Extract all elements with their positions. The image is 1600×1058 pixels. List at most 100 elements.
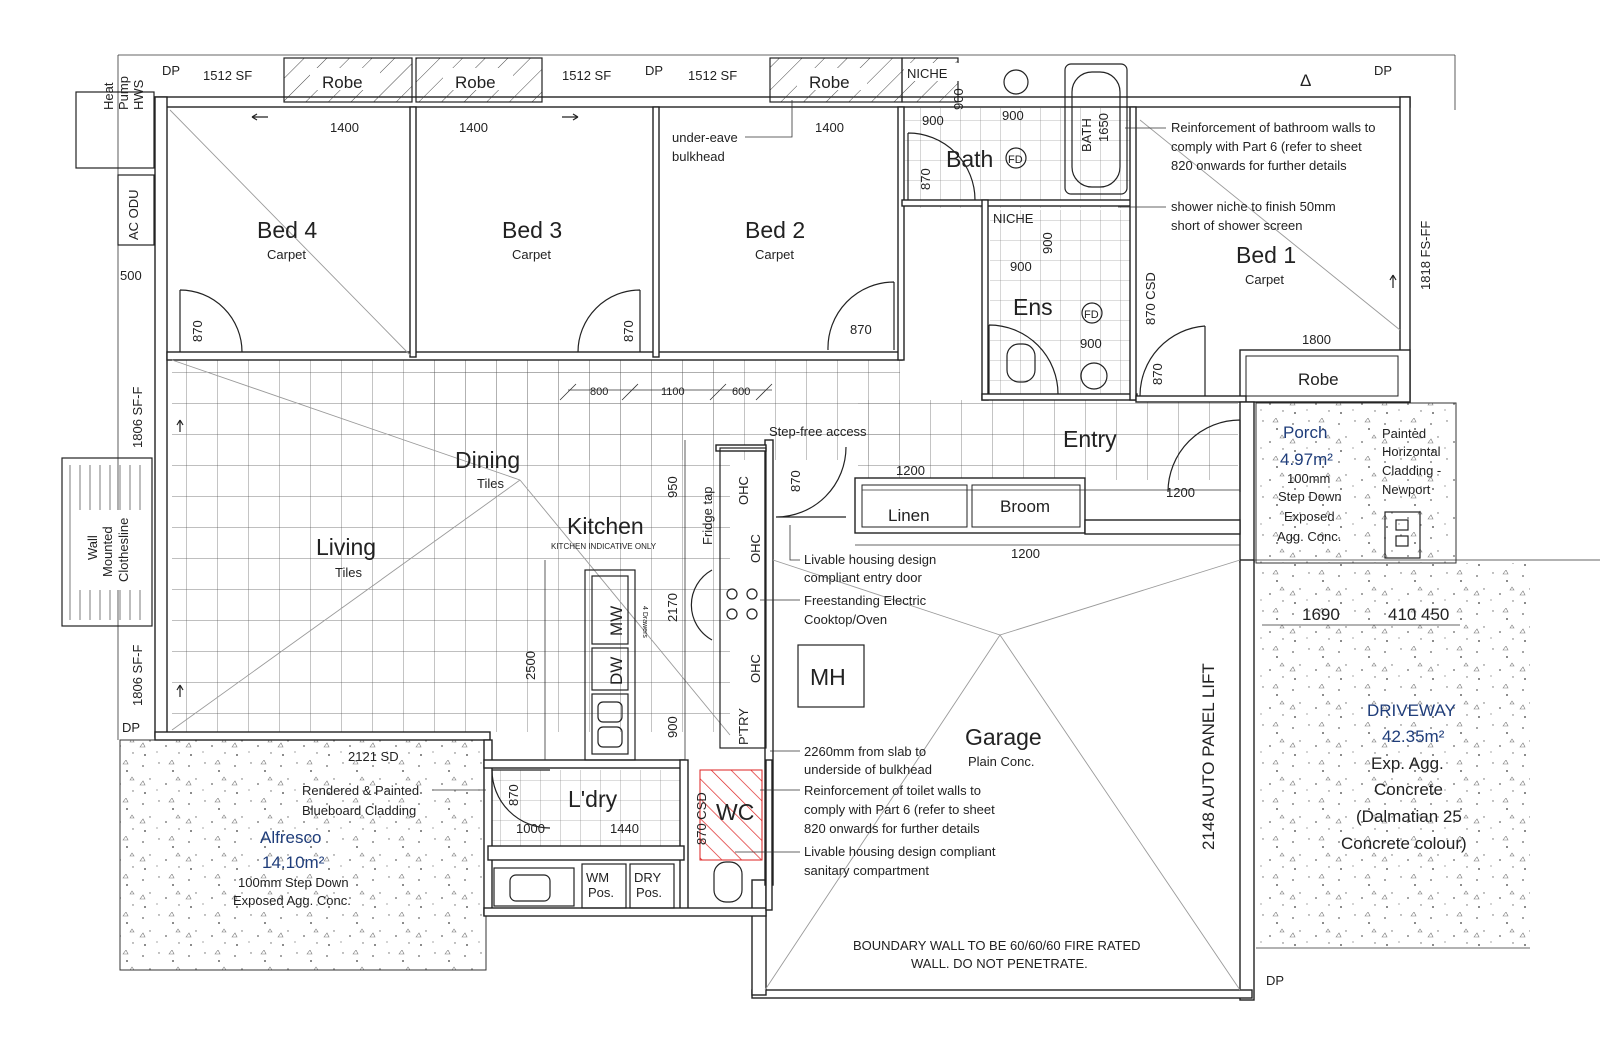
alfresco-sd-label: 2121 SD xyxy=(348,749,399,764)
pantry-label: P'TRY xyxy=(736,708,751,745)
alfresco-slab xyxy=(119,739,487,971)
dim-2170: 2170 xyxy=(665,593,680,622)
note-cooktop-1: Freestanding Electric xyxy=(804,593,927,608)
note-bath-walls-2: comply with Part 6 (refer to sheet xyxy=(1171,139,1362,154)
bath-fixtures xyxy=(61,63,1421,903)
drawers-label: 4 Drawers xyxy=(641,606,648,638)
living-finish: Tiles xyxy=(335,565,362,580)
dim-1512-c: 1512 SF xyxy=(688,68,737,83)
dishwasher-label: DW xyxy=(607,657,626,685)
manhole-label: MH xyxy=(810,664,846,690)
dim-1000: 1000 xyxy=(516,821,545,836)
kitchen-note: KITCHEN INDICATIVE ONLY xyxy=(551,542,657,551)
dining-finish: Tiles xyxy=(477,476,504,491)
dim-870-bed1: 870 xyxy=(1150,363,1165,385)
note-under-eave-1: under-eave xyxy=(672,130,738,145)
dim-1400-c: 1400 xyxy=(815,120,844,135)
ens-name: Ens xyxy=(1013,294,1053,320)
dim-900-b: 900 xyxy=(1002,108,1024,123)
porch-area: 4.97m² xyxy=(1280,450,1333,469)
fridge-tap-label: Fridge tap xyxy=(700,486,715,545)
direction-arrows xyxy=(176,113,1397,697)
robe-label-bed4: Robe xyxy=(322,73,363,92)
wm-label-2: Pos. xyxy=(588,885,614,900)
bath-fd-label: FD xyxy=(1008,154,1023,166)
dp-label-2: DP xyxy=(645,63,663,78)
driveway-desc4: Concrete colour) xyxy=(1341,834,1467,853)
robe-label-bed1: Robe xyxy=(1298,370,1339,389)
alfresco-desc2: Exposed Agg. Conc. xyxy=(233,893,351,908)
dim-800: 800 xyxy=(590,386,608,398)
bath-tub-label-2: 1650 xyxy=(1096,113,1111,142)
alfresco-name: Alfresco xyxy=(260,828,321,847)
robe-label-bed2: Robe xyxy=(809,73,850,92)
heat-pump-label-3: HWS xyxy=(131,79,146,110)
living-name: Living xyxy=(316,534,376,560)
note-bulkhead-1: 2260mm from slab to xyxy=(804,744,926,759)
dim-1200-c: 1200 xyxy=(1011,546,1040,561)
robe-label-bed3: Robe xyxy=(455,73,496,92)
porch-desc3: Exposed xyxy=(1284,509,1335,524)
note-livable-door-2: compliant entry door xyxy=(804,570,922,585)
note-rendered-1: Rendered & Painted xyxy=(302,783,419,798)
clothesline-label-2: Mounted xyxy=(100,526,115,577)
bed2-finish: Carpet xyxy=(755,247,794,262)
alfresco-area: 14.10m² xyxy=(262,853,325,872)
dim-1400-a: 1400 xyxy=(330,120,359,135)
wm-label-1: WM xyxy=(586,870,609,885)
bed3-name: Bed 3 xyxy=(502,217,562,243)
dim-1100: 1100 xyxy=(661,386,685,398)
bath-niche-label: NICHE xyxy=(907,66,948,81)
dimension-lines xyxy=(544,383,1460,760)
driveway-area: 42.35m² xyxy=(1382,727,1445,746)
living-sff-label-1: 1806 SF-F xyxy=(130,387,145,448)
microwave-label: MW xyxy=(607,606,626,636)
dim-1200-a: 1200 xyxy=(896,463,925,478)
dim-1200-b: 1200 xyxy=(1166,485,1195,500)
bed4-finish: Carpet xyxy=(267,247,306,262)
ohc-label-1: OHC xyxy=(736,476,751,505)
dim-950: 950 xyxy=(665,476,680,498)
driveway-desc1: Exp. Agg. xyxy=(1371,754,1444,773)
bed1-name: Bed 1 xyxy=(1236,242,1296,268)
dim-870-bath: 870 xyxy=(918,168,933,190)
note-toilet-walls-1: Reinforcement of toilet walls to xyxy=(804,783,981,798)
dp-label-1: DP xyxy=(162,63,180,78)
heat-pump-label-2: Pump xyxy=(116,76,131,110)
dry-label-2: Pos. xyxy=(636,885,662,900)
note-painted-2: Horizontal xyxy=(1382,444,1441,459)
bed4-name: Bed 4 xyxy=(257,217,317,243)
clothesline-label-3: Clothesline xyxy=(116,518,131,582)
kitchen-name: Kitchen xyxy=(567,513,644,539)
linen-name: Linen xyxy=(888,506,930,525)
note-sanitary-2: sanitary compartment xyxy=(804,863,929,878)
driveway-name: DRIVEWAY xyxy=(1367,701,1456,720)
dim-1512-b: 1512 SF xyxy=(562,68,611,83)
note-painted-3: Cladding - xyxy=(1382,463,1441,478)
porch-name: Porch xyxy=(1283,423,1327,442)
dim-900-f: 900 xyxy=(1080,336,1102,351)
kitchen-benches xyxy=(493,447,767,909)
clothesline-label-1: Wall xyxy=(85,535,100,560)
note-toilet-walls-2: comply with Part 6 (refer to sheet xyxy=(804,802,995,817)
entry-name: Entry xyxy=(1063,426,1117,452)
ens-fd-label: FD xyxy=(1084,309,1099,321)
porch-desc2: Step Down xyxy=(1278,489,1342,504)
bed1-window-label: 1818 FS-FF xyxy=(1418,221,1433,290)
wc-reinforcement xyxy=(699,769,763,861)
dim-1512-a: 1512 SF xyxy=(203,68,252,83)
dim-870-bed3: 870 xyxy=(621,320,636,342)
note-rendered-2: Blueboard Cladding xyxy=(302,803,416,818)
roof-hip-lines xyxy=(169,109,1401,991)
laundry-name: L'dry xyxy=(568,786,618,812)
wc-name: WC xyxy=(716,799,754,825)
robes: Robe Robe Robe Robe xyxy=(283,57,1339,389)
note-shower-niche-2: short of shower screen xyxy=(1171,218,1303,233)
dim-870-entry: 870 xyxy=(788,470,803,492)
note-toilet-walls-3: 820 onwards for further details xyxy=(804,821,980,836)
note-cooktop-2: Cooktop/Oven xyxy=(804,612,887,627)
dim-1440: 1440 xyxy=(610,821,639,836)
dim-870-laundry: 870 xyxy=(506,784,521,806)
driveway-desc3: (Dalmatian 25 xyxy=(1356,807,1462,826)
dim-1400-b: 1400 xyxy=(459,120,488,135)
